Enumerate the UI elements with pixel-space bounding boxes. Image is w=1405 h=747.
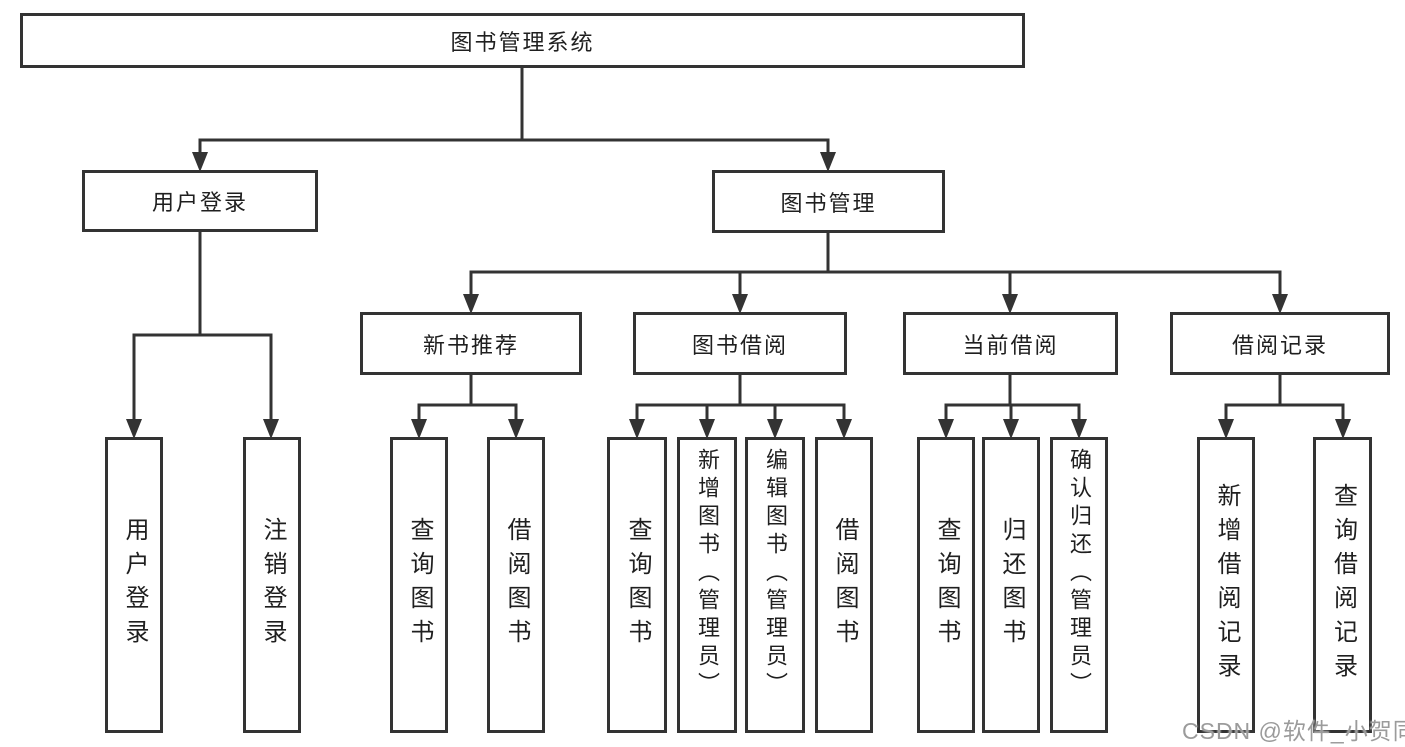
node-book-management: 图书管理 — [712, 170, 945, 233]
leaf-add-book-admin: 新增图书（管理员） — [677, 437, 737, 733]
leaf-user-login: 用户登录 — [105, 437, 163, 733]
leaf-add-borrow-record: 新增借阅记录 — [1197, 437, 1255, 733]
node-borrow-records: 借阅记录 — [1170, 312, 1390, 375]
node-new-book-recommend: 新书推荐 — [360, 312, 582, 375]
node-library-system: 图书管理系统 — [20, 13, 1025, 68]
leaf-query-book-recommend: 查询图书 — [390, 437, 448, 733]
node-book-borrow: 图书借阅 — [633, 312, 847, 375]
leaf-query-book-current: 查询图书 — [917, 437, 975, 733]
leaf-query-book-borrow: 查询图书 — [607, 437, 667, 733]
csdn-watermark: CSDN @软件_小贺同学 — [1182, 718, 1405, 744]
node-user-login: 用户登录 — [82, 170, 318, 232]
leaf-confirm-return-admin: 确认归还（管理员） — [1050, 437, 1108, 733]
leaf-logout-login: 注销登录 — [243, 437, 301, 733]
leaf-borrow-book: 借阅图书 — [815, 437, 873, 733]
leaf-return-book: 归还图书 — [982, 437, 1040, 733]
leaf-query-borrow-record: 查询借阅记录 — [1313, 437, 1372, 733]
leaf-edit-book-admin: 编辑图书（管理员） — [745, 437, 805, 733]
leaf-borrow-book-recommend: 借阅图书 — [487, 437, 545, 733]
node-current-borrow: 当前借阅 — [903, 312, 1118, 375]
